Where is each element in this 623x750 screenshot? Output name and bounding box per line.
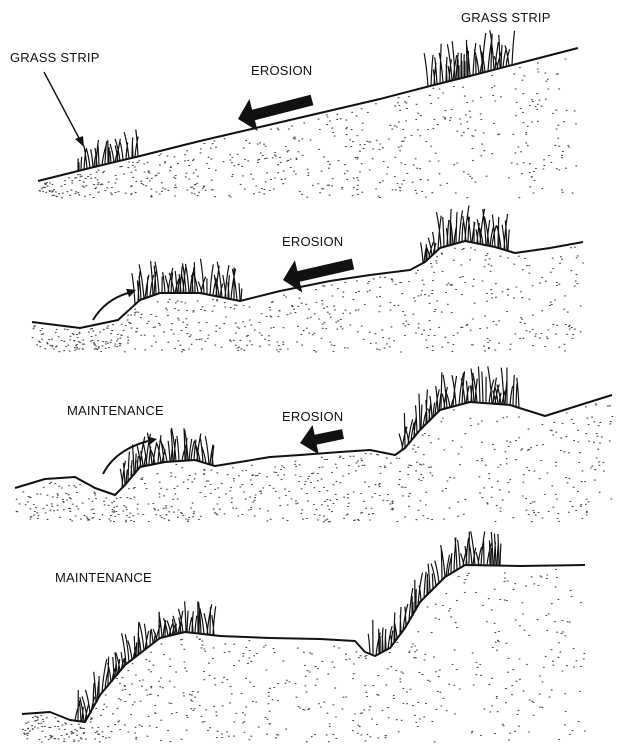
grass-strip-leader-line	[44, 72, 84, 147]
grass-strip-panel-1-left	[78, 130, 138, 172]
label-grass-strip-right: GRASS STRIP	[461, 10, 551, 25]
maintenance-arrow-panel-3	[103, 437, 157, 475]
grass-strip-panel-3-left	[120, 428, 214, 488]
erosion-arrow-panel-1	[238, 95, 313, 131]
grass-strip-panel-1-right	[424, 30, 514, 86]
grass-strip-panel-4-right	[368, 531, 501, 655]
label-erosion-1: EROSION	[251, 63, 312, 78]
maintenance-arrow-panel-2	[93, 289, 136, 320]
soil-dots-panel-4	[23, 569, 586, 742]
label-erosion-3: EROSION	[282, 409, 343, 424]
erosion-arrow-panel-3	[300, 425, 344, 454]
soil-dots-panel-1	[39, 59, 577, 198]
grass-strips	[75, 30, 519, 722]
label-maintenance-4: MAINTENANCE	[55, 570, 152, 585]
ground-line-panel-4	[22, 565, 585, 722]
ground-line-panel-2	[32, 241, 583, 328]
label-maintenance-3: MAINTENANCE	[67, 403, 164, 418]
label-grass-strip-left: GRASS STRIP	[10, 50, 100, 65]
label-erosion-2: EROSION	[282, 234, 343, 249]
grass-strip-panel-3-right	[399, 366, 519, 450]
